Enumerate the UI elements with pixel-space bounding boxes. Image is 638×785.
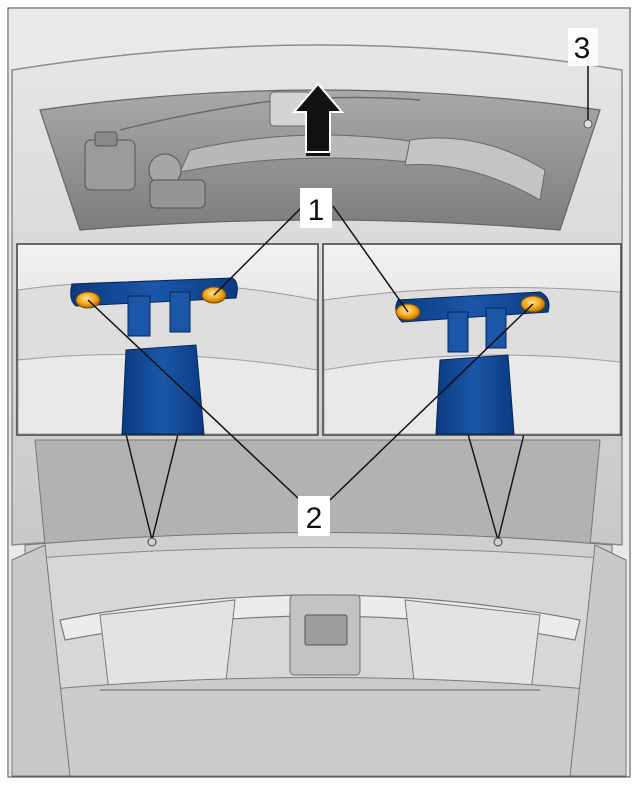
callout-3-label: 3 xyxy=(574,32,591,65)
hinge-bracket-left xyxy=(70,277,238,435)
up-arrow-icon xyxy=(291,82,345,156)
callout-1-label: 1 xyxy=(308,194,325,227)
callout-1-leaders xyxy=(213,205,409,313)
detail-panel-left xyxy=(16,243,319,436)
detail-leader-lines xyxy=(125,433,525,547)
callout-2-label: 2 xyxy=(306,502,323,535)
callout-3-marker xyxy=(583,58,593,129)
callout-1: 1 xyxy=(300,188,332,228)
lock-actuator xyxy=(84,131,206,209)
detail-panel-right xyxy=(322,243,622,436)
hinge-bracket-right xyxy=(395,291,550,435)
callout-2-leaders xyxy=(87,299,534,501)
callout-3: 3 xyxy=(568,28,598,66)
callout-2: 2 xyxy=(298,496,330,536)
